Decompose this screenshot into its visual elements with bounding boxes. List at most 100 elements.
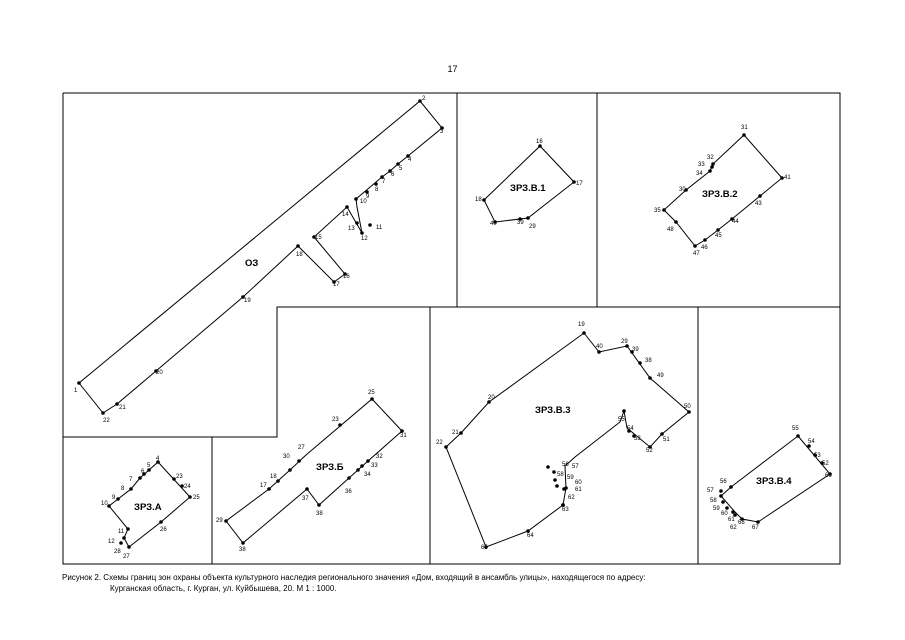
boundary-point-marker	[742, 133, 746, 137]
boundary-point-marker	[354, 197, 358, 201]
boundary-point-label: 29	[621, 339, 628, 345]
boundary-point-label: 17	[576, 181, 583, 187]
boundary-point-label: 38	[645, 358, 652, 364]
zone-label-zrz-a: ЗРЗ.А	[134, 502, 162, 513]
boundary-point-label: 18	[270, 474, 277, 480]
boundary-point-label: 12	[108, 539, 115, 545]
panel-zrz-v3-frame	[429, 306, 699, 565]
boundary-point-label: 26	[160, 527, 167, 533]
boundary-point-label: 14	[342, 212, 349, 218]
boundary-point-marker	[142, 472, 146, 476]
boundary-point-marker	[332, 280, 336, 284]
boundary-point-marker	[305, 487, 309, 491]
boundary-point-label: 7	[129, 477, 133, 483]
boundary-point-label: 46	[701, 245, 708, 251]
boundary-point-marker	[582, 331, 586, 335]
boundary-point-marker	[355, 221, 359, 225]
boundary-point-label: 57	[572, 464, 579, 470]
boundary-point-marker	[366, 459, 370, 463]
boundary-point-marker	[758, 194, 762, 198]
boundary-point-label: 27	[298, 445, 305, 451]
boundary-point-marker	[77, 381, 81, 385]
boundary-point-marker	[154, 369, 158, 373]
boundary-point-marker	[241, 295, 245, 299]
boundary-point-label: 22	[103, 418, 110, 424]
boundary-point-marker	[674, 220, 678, 224]
boundary-point-label: 12	[361, 236, 368, 242]
boundary-point-marker	[406, 154, 410, 158]
boundary-point-marker	[297, 459, 301, 463]
boundary-point-marker	[156, 460, 160, 464]
boundary-point-label: 60	[721, 511, 728, 517]
boundary-point-label: 33	[698, 162, 705, 168]
boundary-point-label: 10	[101, 501, 108, 507]
boundary-point-label: 56	[562, 462, 569, 468]
boundary-point-marker	[526, 216, 530, 220]
boundary-point-label: 49	[657, 373, 664, 379]
boundary-point-marker	[444, 445, 448, 449]
boundary-point-label: 30	[679, 187, 686, 193]
boundary-point-marker	[710, 165, 714, 169]
boundary-point-label: 18	[475, 197, 482, 203]
boundary-point-label: 54	[808, 439, 815, 445]
boundary-point-label: 32	[707, 155, 714, 161]
boundary-point-marker	[360, 464, 364, 468]
boundary-point-marker	[740, 517, 744, 521]
boundary-point-label: 13	[348, 226, 355, 232]
boundary-point-marker	[370, 397, 374, 401]
boundary-point-marker	[725, 506, 729, 510]
panel-zrz-v2-frame	[596, 92, 841, 308]
boundary-point-label: 27	[123, 554, 130, 560]
boundary-point-label: 9	[112, 495, 116, 501]
boundary-point-marker	[116, 497, 120, 501]
boundary-point-label: 67	[752, 525, 759, 531]
boundary-point-label: 11	[376, 225, 383, 231]
boundary-point-marker	[380, 175, 384, 179]
boundary-point-label: 56	[720, 479, 727, 485]
boundary-point-label: 5	[147, 463, 151, 469]
boundary-point-marker	[756, 520, 760, 524]
boundary-point-marker	[526, 529, 530, 533]
boundary-point-marker	[288, 468, 292, 472]
boundary-point-marker	[459, 431, 463, 435]
boundary-point-marker	[597, 350, 601, 354]
boundary-point-label: 47	[693, 251, 700, 257]
boundary-point-label: 37	[302, 496, 309, 502]
boundary-point-label: 36	[345, 489, 352, 495]
boundary-point-marker	[828, 472, 832, 476]
boundary-point-marker	[107, 504, 111, 508]
boundary-point-marker	[684, 188, 688, 192]
boundary-point-marker	[719, 494, 723, 498]
boundary-point-label: 8	[375, 187, 379, 193]
boundary-point-marker	[660, 432, 664, 436]
boundary-point-label: 43	[755, 201, 762, 207]
boundary-point-marker	[693, 244, 697, 248]
boundary-point-marker	[564, 486, 568, 490]
boundary-point-label: 19	[244, 298, 251, 304]
boundary-point-marker	[368, 223, 372, 227]
boundary-point-marker	[561, 503, 565, 507]
boundary-point-marker	[493, 220, 497, 224]
boundary-point-label: 16	[343, 274, 350, 280]
boundary-point-label: 4	[156, 456, 160, 462]
boundary-point-label: 5	[399, 166, 403, 172]
boundary-point-marker	[338, 423, 342, 427]
boundary-point-marker	[687, 410, 691, 414]
boundary-point-marker	[312, 235, 316, 239]
boundary-point-marker	[188, 495, 192, 499]
boundary-point-marker	[360, 231, 364, 235]
boundary-point-label: 8	[121, 486, 125, 492]
boundary-point-marker	[487, 400, 491, 404]
boundary-point-label: 63	[562, 507, 569, 513]
boundary-point-label: 32	[376, 454, 383, 460]
boundary-point-marker	[538, 144, 542, 148]
caption-line-2: Курганская область, г. Курган, ул. Куйбы…	[110, 584, 337, 593]
boundary-point-marker	[627, 429, 631, 433]
boundary-point-label: 52	[646, 448, 653, 454]
boundary-point-marker	[126, 527, 130, 531]
boundary-point-marker	[731, 510, 735, 514]
boundary-point-marker	[101, 411, 105, 415]
boundary-point-label: 31	[741, 125, 748, 131]
panel-oz-frame	[62, 92, 458, 438]
